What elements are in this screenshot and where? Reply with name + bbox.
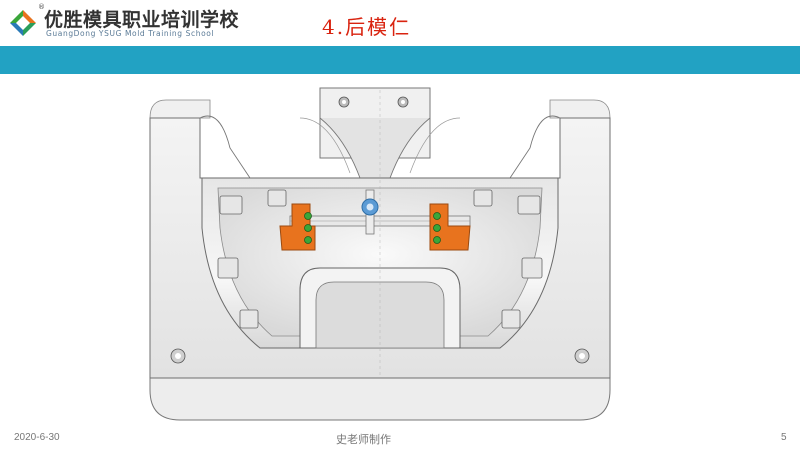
footer-author: 史老师制作	[336, 433, 391, 446]
title-accent-bar	[0, 46, 800, 74]
registered-mark: ®	[38, 3, 45, 11]
right-insert-block	[429, 203, 471, 251]
slide-title: 4.后模仁	[322, 15, 412, 39]
page-number: 5	[781, 432, 787, 443]
screw-icon	[304, 212, 312, 220]
mold-core-drawing	[149, 87, 611, 421]
left-insert-block	[279, 203, 316, 251]
slide-header: ® 优胜模具职业培训学校 GuangDong YSUG Mold Trainin…	[0, 0, 800, 46]
school-name: 优胜模具职业培训学校	[44, 9, 240, 31]
lifter-pockets	[217, 189, 543, 329]
bolt-holes	[170, 348, 590, 364]
school-name-english: GuangDong YSUG Mold Training School	[46, 29, 215, 38]
school-logo-icon	[9, 9, 37, 37]
footer-date: 2020-6-30	[14, 432, 60, 443]
